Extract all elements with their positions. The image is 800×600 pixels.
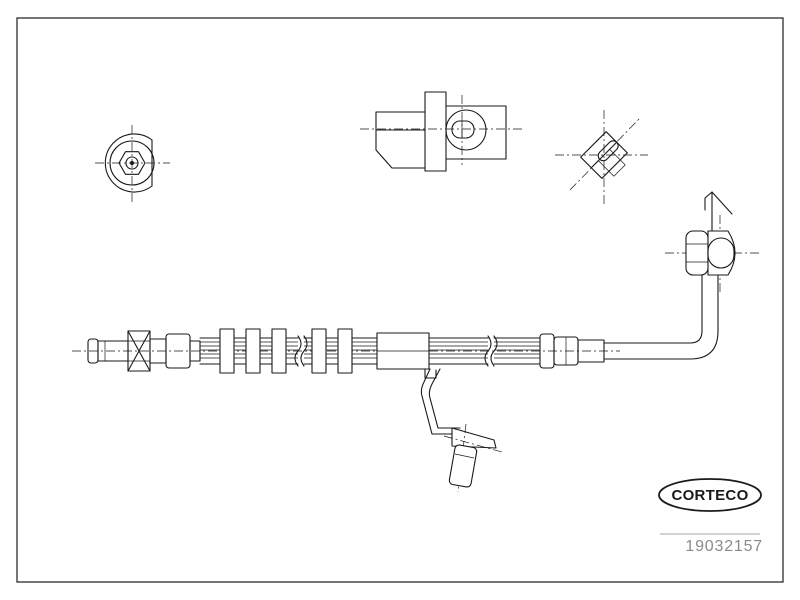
brand-name: CORTECO (671, 487, 748, 504)
fitting-end-view (95, 125, 170, 203)
drawing-frame (16, 17, 784, 583)
brake-hose-assembly (72, 191, 762, 493)
logo-outline (658, 478, 762, 512)
part-number: 19032157 (685, 538, 763, 555)
rotated-fitting-view (555, 110, 648, 205)
corteco-logo: CORTECO (658, 478, 762, 512)
bracket-side-view (360, 91, 525, 172)
